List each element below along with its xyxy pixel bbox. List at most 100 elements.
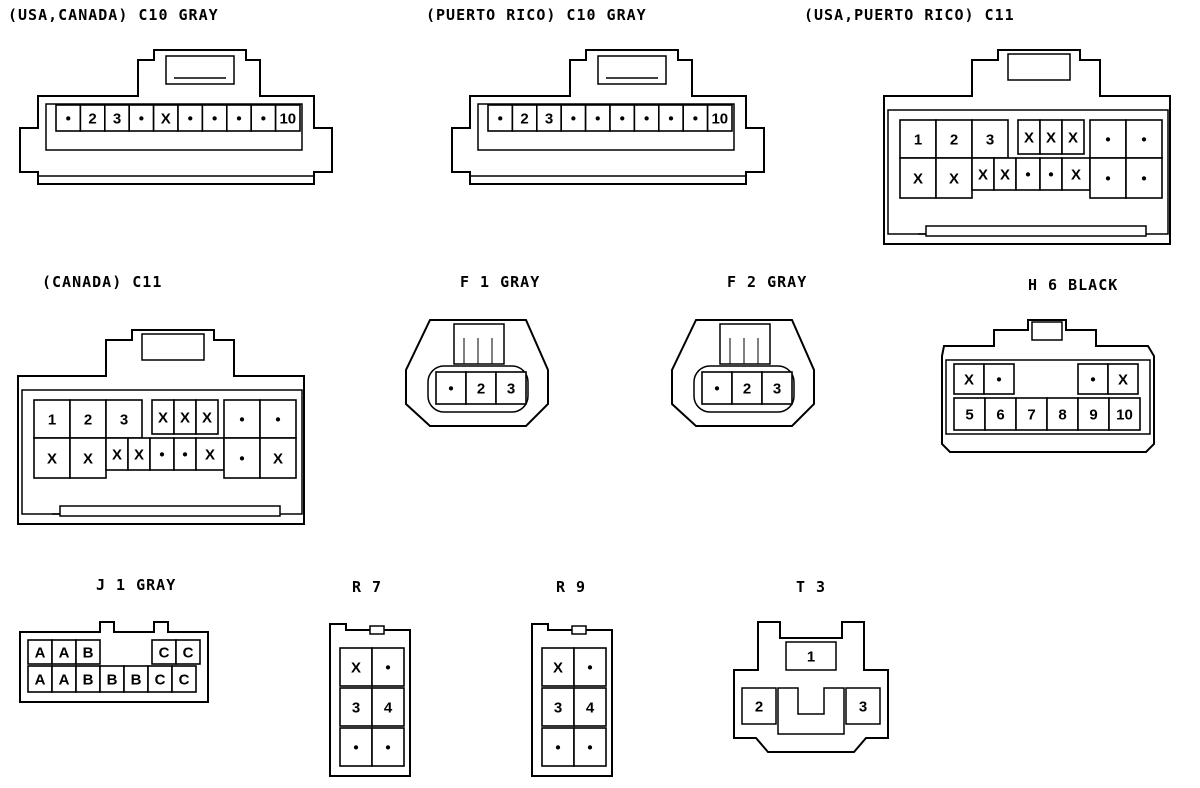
pin-cavity — [339, 687, 373, 727]
pin-label: 5 — [965, 407, 973, 424]
pin-label: • — [587, 740, 592, 757]
title-h6: H 6 BLACK — [1028, 276, 1119, 294]
pin-label: • — [1048, 167, 1053, 184]
pin-cavity — [104, 104, 131, 132]
pin-label: B — [83, 672, 94, 689]
pin-label: 6 — [996, 407, 1004, 424]
pin-label: • — [66, 111, 71, 128]
pin-label: 1 — [807, 649, 815, 666]
pin-cavity — [339, 647, 373, 687]
pin-label: X — [351, 660, 361, 677]
pin-label: 3 — [773, 381, 781, 398]
pin-cavity — [1125, 119, 1163, 159]
title-r9: R 9 — [556, 578, 587, 596]
pin-label: 2 — [84, 412, 92, 429]
pin-cavity — [495, 371, 527, 405]
pin-label: X — [205, 447, 215, 464]
pin-label: 3 — [554, 700, 562, 717]
pin-label: • — [714, 381, 719, 398]
pin-label: 4 — [586, 700, 595, 717]
pin-label: A — [35, 645, 46, 662]
pin-label: • — [353, 740, 358, 757]
pin-label: • — [236, 111, 241, 128]
pin-cavity — [573, 647, 607, 687]
pin-label: • — [139, 111, 144, 128]
pin-cavity — [1089, 119, 1127, 159]
pin-label: • — [620, 111, 625, 128]
pin-cavity — [983, 363, 1015, 395]
pin-label: X — [1000, 167, 1010, 184]
pin-cavity — [79, 104, 106, 132]
pin-label: X — [47, 451, 57, 468]
pin-cavity — [953, 397, 986, 431]
pin-label: • — [644, 111, 649, 128]
pin-label: C — [183, 645, 194, 662]
pin-label: • — [212, 111, 217, 128]
pin-cavity — [177, 104, 204, 132]
pin-label: 4 — [384, 700, 393, 717]
pin-cavity — [573, 727, 607, 767]
pin-label: 3 — [986, 132, 994, 149]
pin-label: 3 — [859, 699, 867, 716]
pin-label: 2 — [88, 111, 96, 128]
title-c11-canada: (CANADA) C11 — [42, 273, 163, 291]
pin-label: • — [1090, 372, 1095, 389]
pin-cavity — [953, 363, 985, 395]
title-t3: T 3 — [796, 578, 827, 596]
pin-label: B — [83, 645, 94, 662]
pin-label: • — [996, 372, 1001, 389]
pin-label: 1 — [914, 132, 922, 149]
pin-label: • — [239, 451, 244, 468]
pin-label: A — [35, 672, 46, 689]
pin-label: 2 — [743, 381, 751, 398]
pin-label: X — [978, 167, 988, 184]
pin-label: • — [261, 111, 266, 128]
pin-label: C — [159, 645, 170, 662]
pin-label: X — [273, 451, 283, 468]
connector-f2: • 2 3 — [671, 319, 815, 427]
pin-label: 2 — [477, 381, 485, 398]
pin-label: • — [668, 111, 673, 128]
pin-label: X — [158, 410, 168, 427]
pin-cavity — [201, 104, 228, 132]
pin-label: • — [1141, 171, 1146, 188]
pin-label: • — [159, 447, 164, 464]
pin-label: 7 — [1027, 407, 1035, 424]
pin-label: X — [83, 451, 93, 468]
connector-t3: 1 2 3 — [733, 621, 889, 753]
pin-cavity — [435, 371, 467, 405]
pin-label: X — [553, 660, 563, 677]
pin-label: 3 — [507, 381, 515, 398]
pin-label: 2 — [755, 699, 763, 716]
pin-cavity — [541, 647, 575, 687]
pin-label: • — [1025, 167, 1030, 184]
pin-label: X — [1046, 130, 1056, 147]
pin-label: • — [275, 412, 280, 429]
pin-label: 3 — [113, 111, 121, 128]
pin-label: A — [59, 645, 70, 662]
pin-label: 2 — [520, 111, 528, 128]
pin-cavity — [1077, 363, 1109, 395]
pin-label: X — [1118, 372, 1128, 389]
pin-cavity — [259, 399, 297, 439]
title-c10-usa-canada: (USA,CANADA) C10 GRAY — [8, 6, 219, 24]
pin-label: X — [202, 410, 212, 427]
pin-cavity — [1061, 119, 1085, 155]
pin-label: • — [182, 447, 187, 464]
title-c10-puerto-rico: (PUERTO RICO) C10 GRAY — [426, 6, 647, 24]
pin-label: C — [155, 672, 166, 689]
pin-cavity — [899, 157, 937, 199]
pin-label: • — [188, 111, 193, 128]
pin-label: • — [239, 412, 244, 429]
pin-label: 9 — [1089, 407, 1097, 424]
pin-cavity — [27, 639, 53, 665]
pin-cavity — [633, 104, 660, 132]
